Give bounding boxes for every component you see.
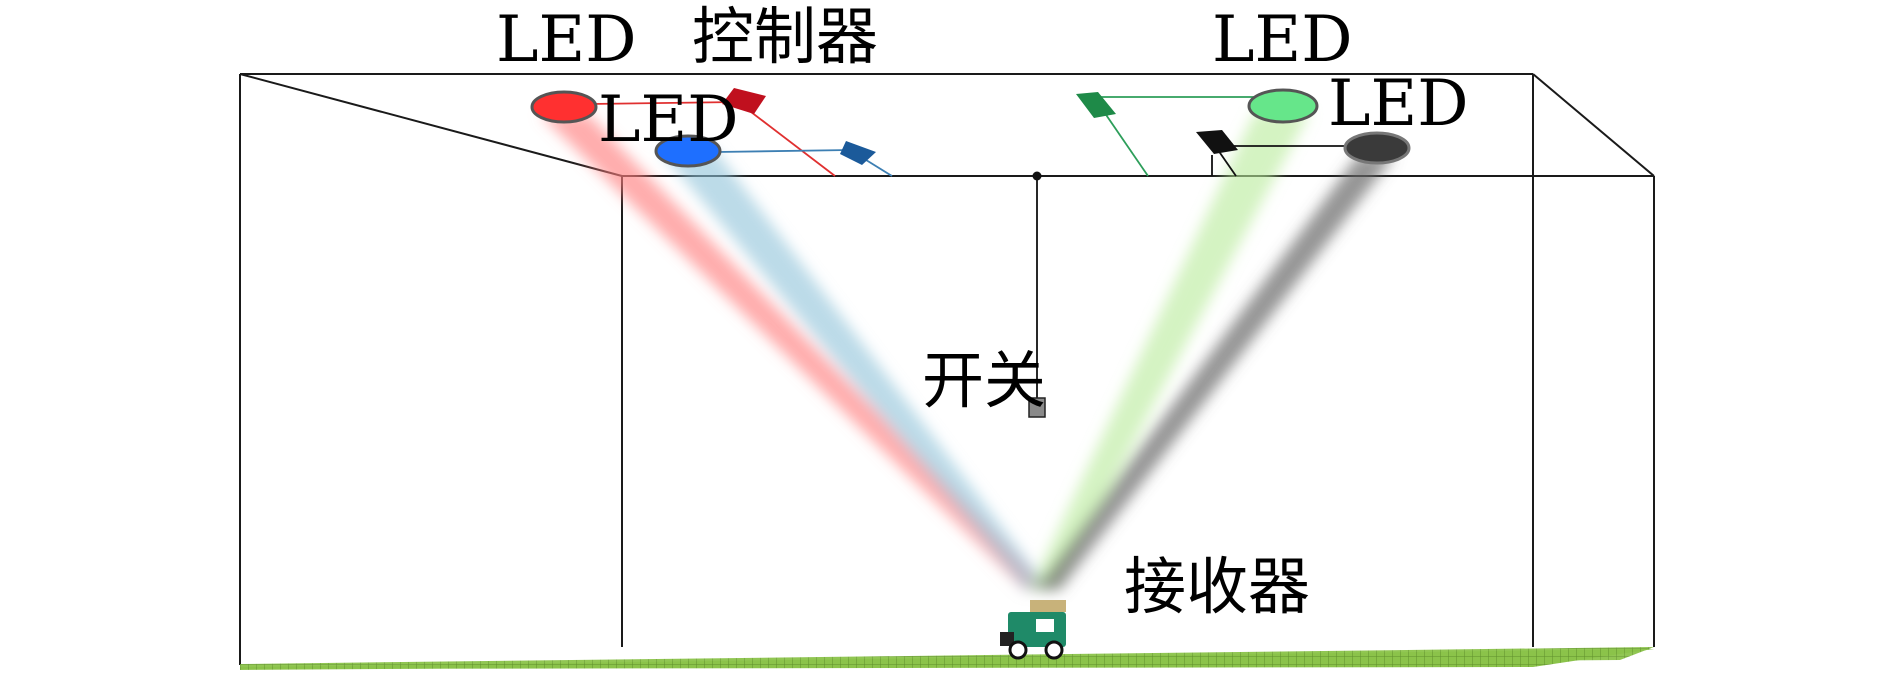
red-led bbox=[530, 90, 598, 124]
blue-controller bbox=[840, 141, 876, 165]
label-led-top-left: LED bbox=[496, 3, 637, 77]
receiver-train-icon bbox=[1000, 600, 1066, 660]
label-led-top-right: LED bbox=[1212, 3, 1353, 77]
black-ctrl-wire bbox=[1217, 149, 1237, 177]
train-wheel bbox=[1044, 640, 1064, 660]
green-led bbox=[1247, 88, 1319, 124]
green-controller bbox=[1076, 92, 1116, 118]
leds bbox=[530, 88, 1411, 168]
black-beam bbox=[1035, 155, 1395, 590]
black-led bbox=[1343, 131, 1411, 165]
red-controller bbox=[722, 88, 766, 114]
controllers bbox=[722, 88, 1238, 165]
label-controller: 控制器 bbox=[692, 0, 879, 73]
room-outline bbox=[239, 73, 1655, 665]
black-controller bbox=[1196, 130, 1238, 154]
blue-led bbox=[654, 134, 722, 168]
label-led-blue: LED bbox=[598, 83, 739, 157]
train-cargo bbox=[1030, 600, 1066, 612]
switch-box bbox=[1028, 397, 1046, 418]
green-ctrl-wire bbox=[1099, 105, 1149, 177]
red-beam bbox=[540, 114, 1050, 590]
junction-dot bbox=[1032, 171, 1042, 181]
green-beam bbox=[1030, 112, 1310, 590]
blue-beam bbox=[660, 150, 1050, 590]
label-switch: 开关 bbox=[922, 344, 1047, 417]
floor-strip bbox=[240, 647, 1654, 670]
label-receiver: 接收器 bbox=[1124, 550, 1311, 623]
ceiling-right-edge bbox=[1532, 73, 1655, 177]
ceiling-left-edge bbox=[239, 73, 623, 177]
light-beams bbox=[540, 112, 1395, 590]
label-led-black: LED bbox=[1328, 67, 1469, 141]
train-wheel bbox=[1008, 640, 1028, 660]
